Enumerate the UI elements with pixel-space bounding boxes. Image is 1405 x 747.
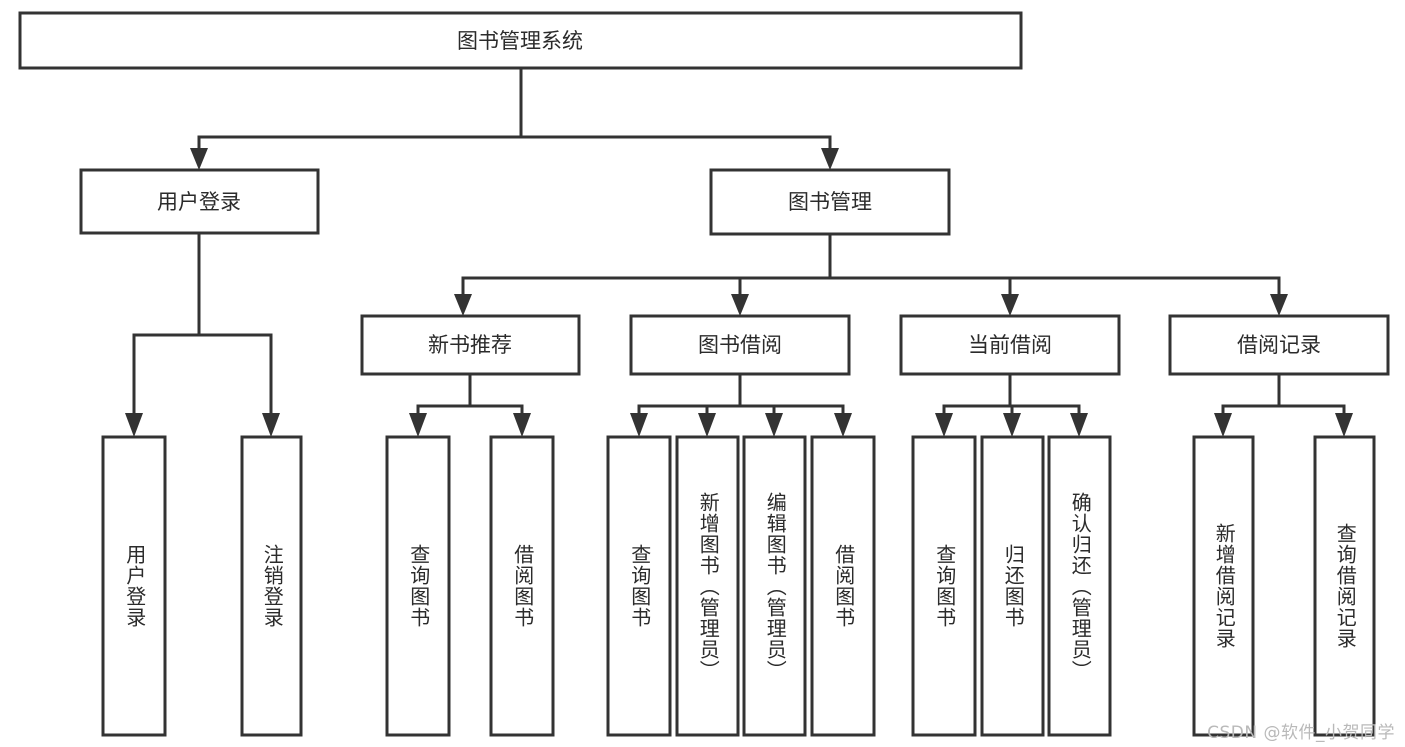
node-leaf-query-book-2-box[interactable] <box>606 435 672 737</box>
edge-group-current-borrow <box>935 372 1088 437</box>
node-book-borrow-label: 图书借阅 <box>698 333 782 357</box>
node-new-book-recommend-box[interactable] <box>360 314 581 376</box>
arrow-to-current-borrow <box>1001 294 1019 316</box>
arrow-to-leaf-add-record <box>1214 413 1232 437</box>
edge-group-borrow-record <box>1214 372 1353 437</box>
node-borrow-record-label: 借阅记录 <box>1237 333 1321 357</box>
node-leaf-query-book-3-box[interactable] <box>911 435 977 737</box>
arrow-to-borrow-record <box>1270 294 1288 316</box>
node-leaf-borrow-book-2-box[interactable] <box>810 435 876 737</box>
node-new-book-recommend-label: 新书推荐 <box>428 333 512 357</box>
node-leaf-confirm-return-box[interactable] <box>1047 435 1112 737</box>
arrow-to-leaf-logout <box>262 413 280 437</box>
node-user-login-label: 用户登录 <box>157 190 241 214</box>
edge-group-book-borrow <box>630 372 852 437</box>
node-leaf-borrow-book-1-box[interactable] <box>489 435 555 737</box>
edge-group-new-book-recommend <box>409 372 531 437</box>
arrow-to-new-book-recommend <box>454 294 472 316</box>
edge-group-root <box>190 66 839 170</box>
arrow-to-leaf-return-book <box>1003 413 1021 437</box>
arrow-to-book-manage <box>821 148 839 170</box>
arrow-to-user-login <box>190 148 208 170</box>
edge-group-user-login <box>125 231 280 437</box>
arrow-to-leaf-confirm-return <box>1070 413 1088 437</box>
node-user-login-box[interactable] <box>79 168 320 235</box>
csdn-watermark: CSDN @软件_小贺同学 <box>1207 723 1395 743</box>
node-current-borrow-label: 当前借阅 <box>968 333 1052 357</box>
arrow-to-leaf-edit-book <box>765 413 783 437</box>
node-leaf-query-record-box[interactable] <box>1313 435 1376 737</box>
arrow-to-leaf-borrow-book-2 <box>834 413 852 437</box>
node-leaf-user-login-box[interactable] <box>101 435 167 737</box>
node-current-borrow-box[interactable] <box>899 314 1121 376</box>
node-leaf-logout-box[interactable] <box>240 435 303 737</box>
arrow-to-leaf-query-record <box>1335 413 1353 437</box>
arrow-to-leaf-add-book <box>698 413 716 437</box>
arrow-to-leaf-query-book-3 <box>935 413 953 437</box>
arrow-to-leaf-query-book-1 <box>409 413 427 437</box>
arrow-to-leaf-query-book-2 <box>630 413 648 437</box>
node-leaf-query-book-1-box[interactable] <box>385 435 451 737</box>
arrow-to-leaf-user-login <box>125 413 143 437</box>
node-book-borrow-box[interactable] <box>629 314 851 376</box>
node-leaf-return-book-box[interactable] <box>980 435 1045 737</box>
node-leaf-add-book-box[interactable] <box>675 435 740 737</box>
node-leaf-edit-book-box[interactable] <box>742 435 807 737</box>
node-leaf-add-record-box[interactable] <box>1192 435 1255 737</box>
node-book-manage-label: 图书管理 <box>788 190 872 214</box>
arrow-to-book-borrow <box>731 294 749 316</box>
node-root-label: 图书管理系统 <box>457 29 583 53</box>
node-book-manage-box[interactable] <box>709 168 951 236</box>
arrow-to-leaf-borrow-book-1 <box>513 413 531 437</box>
node-borrow-record-box[interactable] <box>1168 314 1390 376</box>
node-root-box[interactable] <box>18 11 1023 70</box>
edge-group-book-manage <box>454 232 1288 316</box>
